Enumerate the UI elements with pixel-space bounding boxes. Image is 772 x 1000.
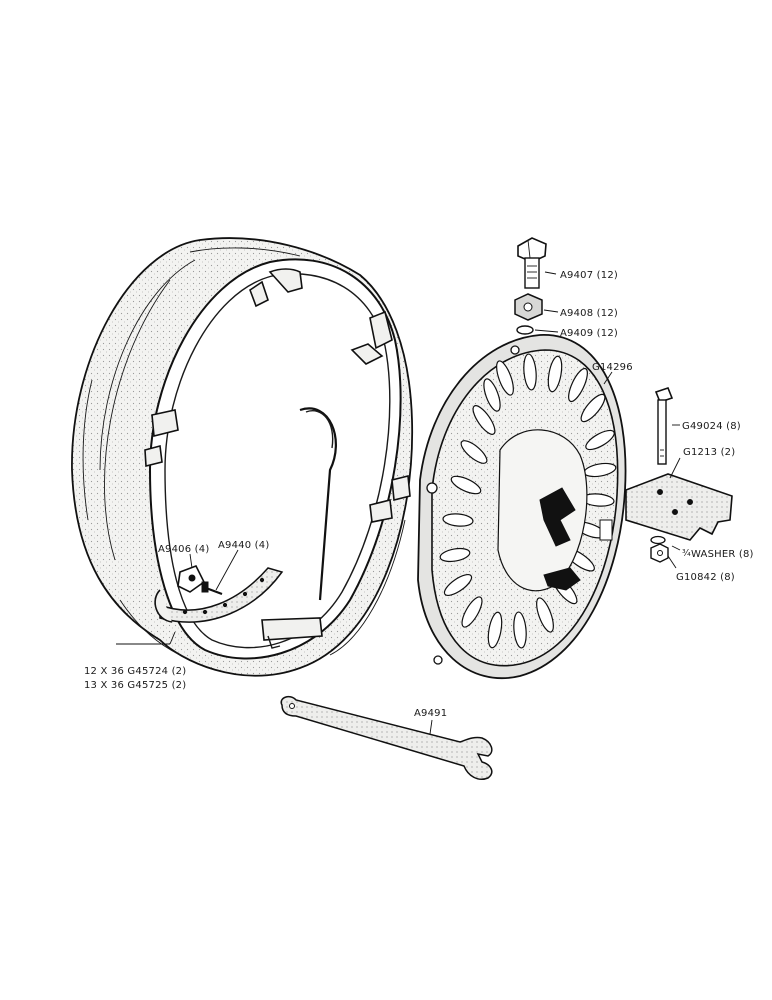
- top-bolt-stack: [514, 237, 547, 335]
- label-clamp-plate: G1213 (2): [683, 447, 735, 458]
- label-wrench: A9491: [414, 708, 447, 719]
- label-clip-bolt: A9440 (4): [218, 540, 269, 551]
- center-disc: [417, 334, 627, 680]
- label-long-bolt: G49024 (8): [682, 421, 741, 432]
- wheel-rim: [71, 237, 414, 677]
- washer-nut-stack: [650, 535, 669, 563]
- label-rim-13x36: 13 X 36 G45725 (2): [84, 680, 186, 691]
- clamp-plate: [625, 473, 733, 541]
- label-bolt: A9407 (12): [560, 270, 618, 281]
- label-washer-fraction: ¾: [682, 549, 691, 559]
- label-center-disc: G14296: [592, 362, 633, 373]
- label-lockwasher: A9409 (12): [560, 328, 618, 339]
- label-washer: WASHER (8): [691, 549, 754, 560]
- wrench: [280, 695, 493, 780]
- clip-assembly: [154, 564, 284, 623]
- leader-lines: [116, 271, 681, 735]
- label-nut: A9408 (12): [560, 308, 618, 319]
- long-bolt: [654, 387, 674, 465]
- label-clip: A9406 (4): [158, 544, 209, 555]
- label-hex-nut: G10842 (8): [676, 572, 735, 583]
- disc-slots: [439, 353, 617, 649]
- label-rim-12x36: 12 X 36 G45724 (2): [84, 666, 186, 677]
